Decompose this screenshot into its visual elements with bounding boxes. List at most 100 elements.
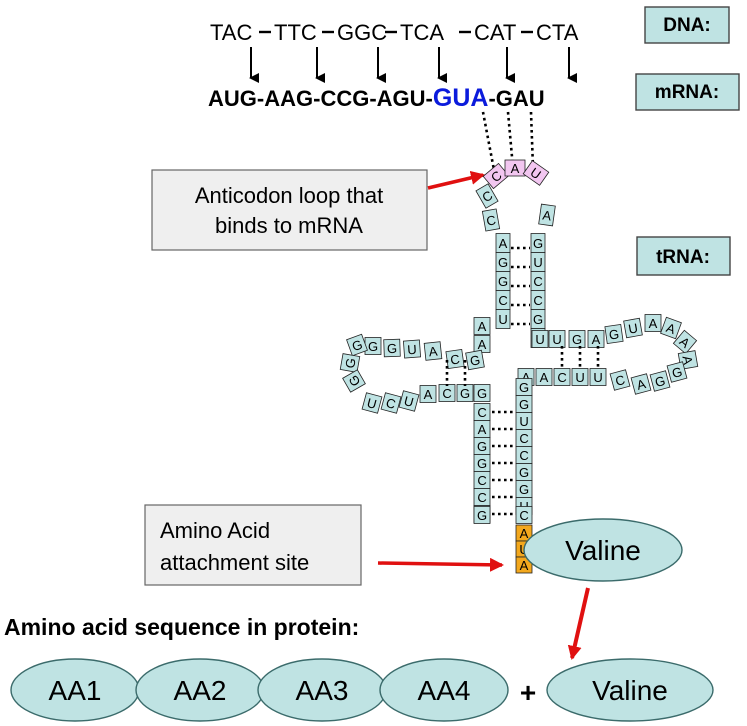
nucleotide: G (364, 337, 382, 355)
nucleotide: A (495, 233, 511, 253)
svg-text:C: C (477, 405, 486, 420)
svg-text:A: A (520, 558, 529, 573)
svg-text:C: C (519, 448, 528, 463)
nucleotide: C (445, 349, 465, 369)
nucleotide: C (438, 384, 456, 402)
svg-text:AUG-AAG-CCG-AGU-GUA-GAU: AUG-AAG-CCG-AGU-GUA-GAU (208, 84, 545, 112)
svg-text:C: C (614, 372, 627, 389)
amino-acid-label: AA1 (49, 675, 102, 706)
nucleotide: A (473, 335, 491, 353)
svg-text:G: G (342, 357, 359, 370)
nucleotide: A (587, 330, 605, 348)
nucleotide: C (530, 290, 546, 310)
svg-text:G: G (519, 482, 529, 497)
nucleotide: A (419, 385, 437, 403)
nucleotide: G (473, 437, 491, 455)
svg-text:C: C (442, 386, 451, 401)
amino-acid-label: AA2 (174, 675, 227, 706)
attachment-pointer-arrow (377, 557, 504, 572)
valine-attached: Valine (523, 518, 683, 582)
svg-text:G: G (477, 456, 487, 471)
nucleotide: G (456, 384, 474, 402)
nucleotide: G (515, 395, 533, 413)
label-mrna-text: mRNA: (655, 82, 719, 103)
svg-text:G: G (498, 274, 508, 289)
nucleotide: U (623, 317, 643, 339)
nucleotide: G (383, 338, 401, 358)
svg-text:U: U (519, 414, 528, 429)
svg-text:G: G (533, 236, 543, 251)
nucleotide: C (473, 471, 491, 489)
mrna-codon: AGU (377, 86, 426, 111)
nucleotide: U (530, 252, 546, 272)
plus-sign: + (520, 677, 536, 708)
valine-attached-label: Valine (565, 535, 641, 566)
transcription-arrows (249, 47, 577, 83)
protein-heading: Amino acid sequence in protein: (4, 614, 359, 640)
svg-text:A: A (428, 344, 439, 360)
nucleotide: G (515, 378, 533, 396)
protein-chain: AA1 AA2 AA3 AA4 (10, 658, 509, 722)
svg-text:G: G (572, 332, 582, 347)
dna-codon: TAC (210, 20, 252, 45)
svg-text:U: U (593, 370, 602, 385)
svg-text:G: G (368, 339, 378, 354)
svg-text:A: A (424, 387, 433, 402)
nucleotide: G (666, 361, 688, 383)
nucleotide: U (531, 330, 549, 348)
svg-text:G: G (477, 508, 487, 523)
nucleotide: G (515, 463, 533, 481)
label-dna-text: DNA: (663, 15, 711, 36)
nucleotide: G (495, 271, 511, 291)
nucleotide: C (530, 271, 546, 291)
nucleotide: A (644, 314, 662, 332)
svg-text:C: C (519, 508, 528, 523)
anticodon-nucleotide: C (482, 162, 510, 190)
nucleotide: C (495, 290, 511, 310)
svg-text:G: G (670, 364, 684, 381)
nucleotide: C (481, 208, 501, 232)
nucleotide: U (495, 309, 511, 329)
dna-codon: CAT (474, 20, 516, 45)
nucleotide: C (609, 369, 631, 391)
svg-text:G: G (350, 337, 365, 355)
nucleotide: A (538, 203, 556, 227)
mrna-codon: AAG (264, 86, 313, 111)
nucleotide: G (649, 370, 671, 392)
attachment-note-line1: Amino Acid (160, 518, 270, 543)
mrna-sequence: AUG-AAG-CCG-AGU-GUA-GAU (208, 84, 545, 112)
nucleotide: A (660, 316, 682, 340)
svg-text:G: G (477, 439, 487, 454)
nucleotide: G (473, 454, 491, 472)
svg-text:A: A (522, 370, 531, 385)
nucleotide: A (473, 317, 491, 335)
svg-text:G: G (498, 255, 508, 270)
nucleotide: U (548, 330, 566, 348)
svg-text:G: G (519, 397, 529, 412)
nucleotide: G (339, 353, 361, 373)
anticodon-note: Anticodon loop that binds to mRNA (151, 169, 428, 251)
nucleotide: G (342, 369, 366, 393)
valine-added-label: Valine (592, 675, 668, 706)
svg-text:C: C (477, 490, 486, 505)
nucleotide: G (568, 330, 586, 348)
nucleotide: A (535, 368, 553, 386)
svg-text:A: A (478, 337, 487, 352)
nucleotide: A (423, 341, 443, 361)
svg-text:G: G (533, 312, 543, 327)
attachment-note-line2: attachment site (160, 550, 309, 575)
svg-text:C: C (557, 370, 566, 385)
nucleotide: A (630, 373, 652, 395)
nucleotide: C (380, 392, 402, 414)
nucleotide: G (495, 252, 511, 272)
dna-codon: CTA (536, 20, 579, 45)
codon-anticodon-pairing (481, 111, 535, 171)
dna-codon: TCA (400, 20, 444, 45)
mrna-codon: AUG (208, 86, 257, 111)
nucleotide: U (515, 412, 533, 430)
nucleotide: G (515, 480, 533, 498)
trna-base-pair-bonds (445, 246, 600, 516)
svg-text:A: A (511, 161, 520, 176)
nucleotide: U (589, 368, 607, 386)
svg-text:G: G (477, 386, 487, 401)
